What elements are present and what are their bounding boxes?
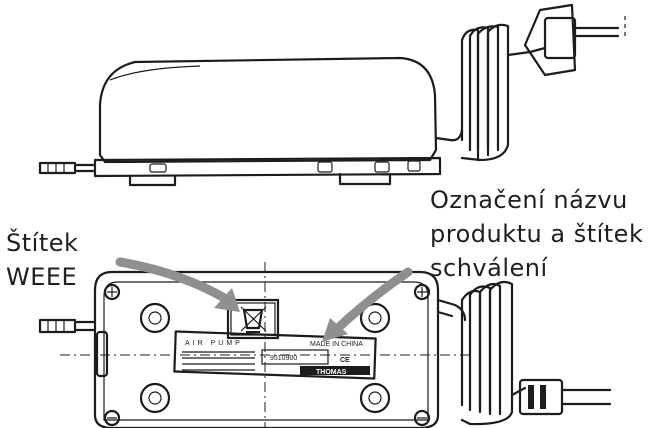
pump-bottom-view: AIR PUMP MADE IN CHINA 9510900 CE THOMAS [38, 262, 612, 428]
corner-screws [103, 283, 431, 427]
product-caption-line-3: schválení [430, 254, 548, 282]
product-arrowhead [322, 318, 348, 342]
nameplate-header: AIR PUMP [185, 340, 243, 347]
weee-arrowhead [214, 288, 240, 312]
product-arrow [333, 267, 413, 333]
product-caption-line-2: produktu a štítek [430, 220, 644, 248]
nameplate-code: 9510900 [270, 355, 297, 362]
product-nameplate: AIR PUMP MADE IN CHINA 9510900 CE THOMAS [173, 330, 377, 380]
product-caption-line-1: Označení názvu [430, 186, 628, 214]
nameplate-ce-mark: CE [340, 357, 350, 364]
weee-caption-line-2: WEEE [6, 263, 78, 291]
rubber-feet [139, 302, 391, 414]
nameplate-made-in: MADE IN CHINA [310, 341, 363, 348]
weee-arrow [115, 257, 233, 305]
callout-arrows [115, 257, 413, 342]
weee-label-caption: Štítek WEEE [6, 226, 78, 294]
weee-label-plate [226, 298, 280, 340]
nameplate-brand: THOMAS [316, 369, 347, 376]
pump-side-view [38, 3, 626, 187]
weee-caption-line-1: Štítek [6, 229, 79, 257]
product-label-caption: Označení názvu produktu a štítek schvále… [430, 183, 643, 285]
